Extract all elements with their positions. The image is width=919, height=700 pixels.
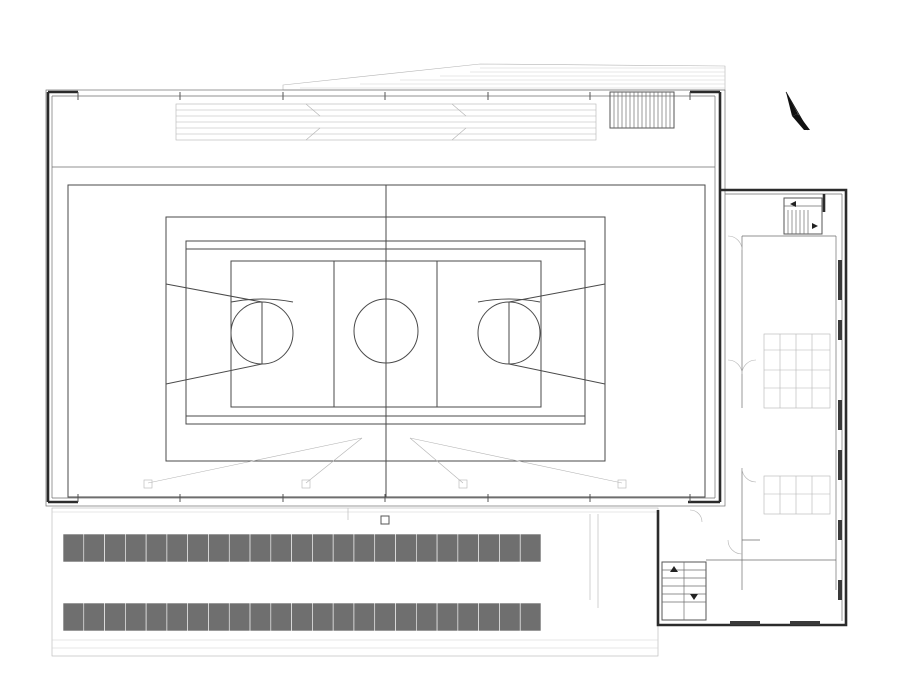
solar-panel (499, 602, 521, 632)
solar-panel (104, 533, 126, 563)
stair-up-arrow-icon (790, 201, 796, 207)
south-canopy (51, 507, 659, 657)
solar-panel (353, 602, 376, 632)
north-arrow-icon (785, 91, 810, 131)
solar-panel (249, 602, 272, 632)
bleachers (175, 103, 597, 141)
solar-panel (62, 533, 85, 563)
court-markings (67, 184, 706, 498)
solar-panel (332, 602, 355, 632)
solar-panel (187, 602, 209, 632)
hall-columns-bottom (77, 494, 691, 502)
solar-panel (62, 602, 85, 632)
solar-panel (145, 602, 168, 632)
stair-down-arrow-icon (812, 223, 818, 229)
solar-panel (270, 602, 292, 632)
southwest-stair (656, 510, 707, 627)
solar-panel (374, 533, 396, 563)
solar-panel (145, 533, 168, 563)
solar-panel (228, 602, 251, 632)
hall-columns-top (77, 92, 691, 100)
sightlines (143, 437, 627, 489)
solar-panel (83, 602, 105, 632)
solar-panel (312, 533, 334, 563)
solar-panel (519, 602, 542, 632)
solar-panel (436, 602, 459, 632)
solar-panel (291, 602, 313, 632)
solar-panel (166, 533, 188, 563)
solar-panel (104, 602, 126, 632)
northeast-stair (783, 194, 826, 235)
solar-panel (374, 602, 396, 632)
solar-panel (415, 602, 438, 632)
solar-panel (249, 533, 272, 563)
solar-panel (353, 533, 376, 563)
solar-panel (291, 533, 313, 563)
door-swings (689, 235, 757, 555)
solar-panel (415, 533, 438, 563)
locker-cubicles-south (763, 475, 831, 515)
solar-panel (395, 533, 417, 563)
solar-panel (208, 533, 230, 563)
north-roof-canopy (282, 63, 726, 91)
solar-panel (270, 533, 292, 563)
solar-panel (436, 533, 459, 563)
solar-panel (187, 533, 209, 563)
solar-panel-array (62, 533, 542, 632)
locker-cubicles-north (763, 333, 831, 409)
solar-panel (125, 602, 147, 632)
solar-panel (228, 533, 251, 563)
hall-stair-block (609, 91, 675, 129)
solar-panel (166, 602, 188, 632)
solar-panel (83, 533, 105, 563)
solar-panel (332, 533, 355, 563)
solar-panel (499, 533, 521, 563)
solar-panel (395, 602, 417, 632)
sports-hall-walls (45, 89, 726, 507)
east-wing-walls (705, 188, 848, 627)
solar-panel (125, 533, 147, 563)
stair-down-arrow-icon (690, 594, 698, 600)
solar-panel (208, 602, 230, 632)
stair-up-arrow-icon (670, 566, 678, 572)
solar-panel (478, 533, 500, 563)
solar-panel (457, 602, 479, 632)
solar-panel (519, 533, 542, 563)
solar-panel (457, 533, 479, 563)
solar-panel (478, 602, 500, 632)
solar-panel (312, 602, 334, 632)
